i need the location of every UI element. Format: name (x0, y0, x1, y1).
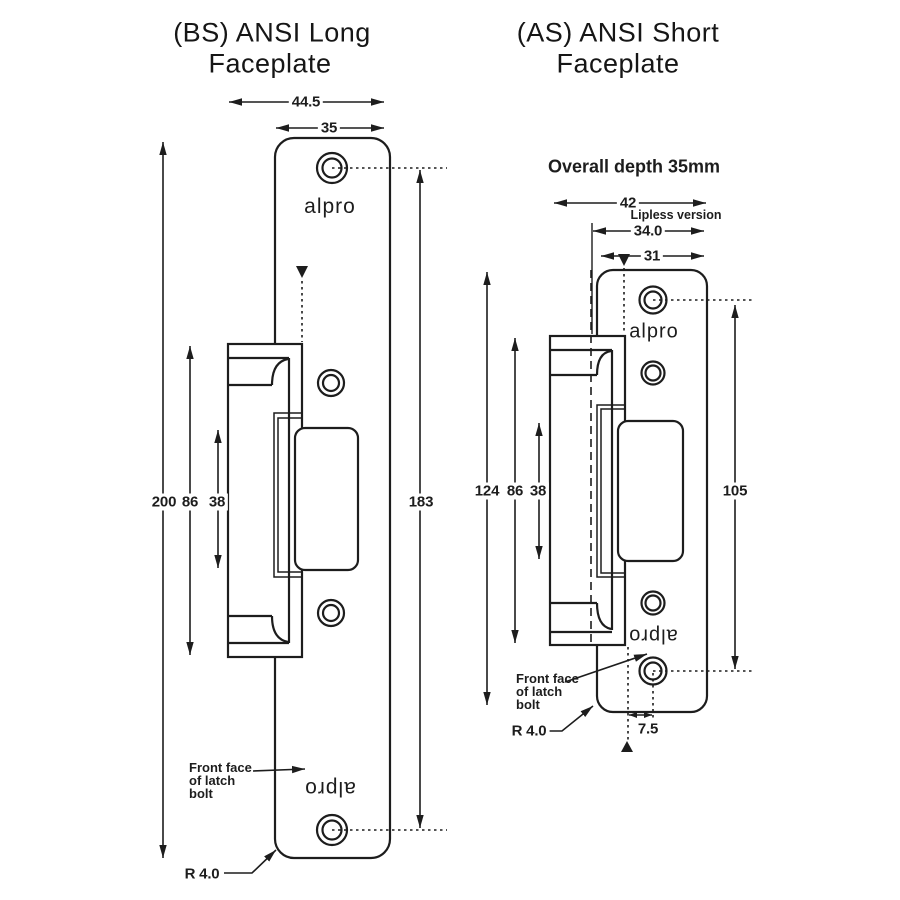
left-title-line1: (BS) ANSI Long (173, 17, 371, 48)
right-construction-lines (623, 268, 755, 740)
right-keeper-body (548, 334, 627, 647)
centerline-marker-icon (296, 266, 308, 278)
corner-radius-arrow (224, 849, 277, 874)
right-latch-cavity (616, 419, 685, 563)
right-dim-hole-spacing: 105 (719, 482, 751, 500)
centerline-marker-icon (621, 741, 633, 752)
right-dim-overall-width: 42 (616, 194, 640, 212)
left-screw-holes (315, 151, 349, 847)
right-dim-lipless-width: 34.0 (630, 222, 666, 240)
left-dim-plate-width: 35 (317, 119, 341, 137)
right-dim-cavity-height: 38 (526, 482, 550, 500)
left-dim-plate-height: 200 (148, 493, 180, 511)
brand-logo: alpro (304, 195, 356, 218)
right-title-line1: (AS) ANSI Short (516, 17, 720, 48)
centerline-marker-icon (618, 254, 630, 266)
left-callout-leaders (224, 765, 306, 874)
overall-depth-note: Overall depth 35mm (547, 156, 721, 177)
brand-logo-inverted: alpro (304, 777, 356, 800)
left-dim-keeper-height: 86 (178, 493, 202, 511)
right-dim-plate-height: 124 (471, 482, 503, 500)
front-face-arrow (252, 765, 306, 774)
lipless-version-note: Lipless version (628, 208, 724, 222)
right-drawing (483, 199, 755, 752)
left-front-face-note: Front face of latch bolt (189, 760, 252, 801)
corner-radius-arrow (545, 705, 594, 732)
left-dim-cavity-height: 38 (205, 493, 229, 511)
right-callout-leaders (545, 653, 648, 732)
left-construction-lines (301, 167, 447, 831)
right-dim-keeper-height: 86 (503, 482, 527, 500)
right-corner-radius-label: R 4.0 (508, 722, 550, 740)
right-dim-plate-width: 31 (640, 247, 664, 265)
right-title-line2: Faceplate (556, 48, 680, 79)
left-corner-radius-label: R 4.0 (181, 865, 223, 883)
left-keeper-body (226, 342, 304, 659)
right-front-face-note: Front face of latch bolt (516, 671, 579, 712)
left-dim-overall-width: 44.5 (288, 93, 324, 111)
left-drawing (159, 98, 447, 874)
left-title-line2: Faceplate (208, 48, 332, 79)
brand-logo-inverted: alpro (628, 624, 678, 647)
brand-logo: alpro (629, 320, 679, 343)
left-dim-hole-spacing: 183 (405, 493, 437, 511)
left-latch-cavity (293, 426, 360, 572)
front-face-arrow (564, 653, 648, 683)
right-dim-lip-offset: 7.5 (634, 720, 662, 738)
